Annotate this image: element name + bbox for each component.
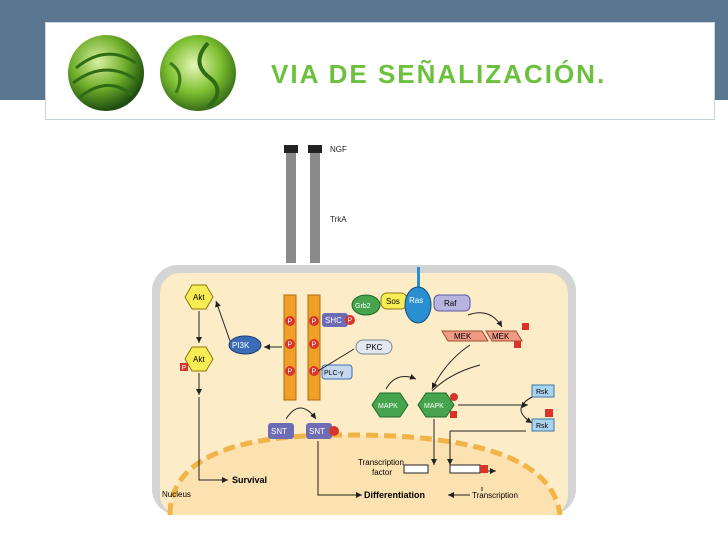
ras <box>404 286 432 324</box>
receptor-left-extracellular <box>286 153 296 263</box>
rsk-1-label: Rsk <box>536 389 549 396</box>
signaling-diagram: NGF TrkA P P P P P P Akt Akt P PI3K SHC … <box>150 135 580 516</box>
ras-label: Ras <box>409 296 423 305</box>
mapk-1-label: MAPK <box>378 403 398 410</box>
snt-2-label: SNT <box>309 427 325 436</box>
akt-top <box>184 284 214 310</box>
plc-gamma <box>321 364 353 380</box>
svg-text:P: P <box>312 319 317 326</box>
survival-label: Survival <box>232 475 267 485</box>
differentiation-label: Differentiation <box>364 490 425 500</box>
pkc <box>355 339 393 355</box>
rsk-2 <box>531 418 555 432</box>
page-title: VIA DE SEÑALIZACIÓN. <box>271 59 607 89</box>
snt-1-label: SNT <box>271 427 287 436</box>
snt-2 <box>306 423 332 439</box>
mek-2-label: MEK <box>492 332 510 341</box>
receptor-cap-right <box>308 145 322 153</box>
pkc-label: PKC <box>366 343 383 352</box>
ngf-label: NGF <box>330 145 347 154</box>
ras-anchor <box>417 267 420 293</box>
mek-1-label: MEK <box>454 332 472 341</box>
svg-text:P: P <box>288 369 293 376</box>
akt-phosphate <box>180 363 188 371</box>
akt-bottom <box>184 346 214 372</box>
svg-text:P: P <box>312 369 317 376</box>
grb2 <box>351 294 381 316</box>
transcription-factor-label-1: Transcription <box>358 458 404 467</box>
svg-text:P: P <box>288 319 293 326</box>
plcg-label: PLC-γ <box>324 370 344 377</box>
shc-label: SHC <box>325 316 342 325</box>
receptor-right-extracellular <box>310 153 320 263</box>
pathway-arrows <box>196 300 533 498</box>
receptor-phosphates: P P P P P P <box>285 316 319 376</box>
dna-segment <box>449 464 481 474</box>
transcription-factor-label-2: factor <box>372 468 392 477</box>
mek-2 <box>485 330 523 342</box>
svg-text:P: P <box>182 365 187 372</box>
akt-top-label: Akt <box>193 293 205 302</box>
rsk-2-label: Rsk <box>536 423 549 430</box>
shc <box>322 313 348 327</box>
raf-label: Raf <box>444 299 457 308</box>
rsk-1 <box>531 384 555 398</box>
svg-text:P: P <box>288 342 293 349</box>
mapk-2 <box>417 392 455 418</box>
pi3k <box>228 335 262 355</box>
snt-1 <box>268 423 294 439</box>
grb2-label: Grb2 <box>355 303 371 310</box>
mapk-1 <box>371 392 409 418</box>
svg-text:P: P <box>312 342 317 349</box>
receptor-cap-left <box>284 145 298 153</box>
transcription-label: Transcription <box>472 491 518 500</box>
leaf-logo <box>68 35 236 111</box>
transcription-factor-box <box>403 464 429 474</box>
sos-label: Sos <box>386 297 400 306</box>
raf <box>433 294 471 312</box>
mek-1 <box>441 330 489 342</box>
trka-label: TrkA <box>330 215 347 224</box>
nucleus-label: Nucleus <box>162 490 191 499</box>
akt-bottom-label: Akt <box>193 355 205 364</box>
pi3k-label: PI3K <box>232 341 250 350</box>
svg-text:P: P <box>348 318 353 325</box>
mapk-2-label: MAPK <box>424 403 444 410</box>
header-panel: VIA DE SEÑALIZACIÓN. <box>45 22 715 120</box>
